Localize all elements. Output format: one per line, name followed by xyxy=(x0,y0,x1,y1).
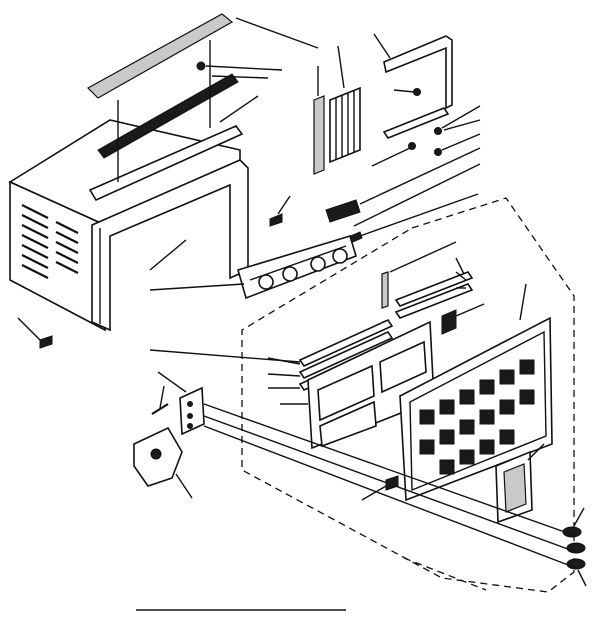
front-panel-outline xyxy=(241,197,575,593)
hardware-parts xyxy=(39,35,453,349)
leader-lines xyxy=(17,17,587,587)
cabinet-louvres xyxy=(21,204,79,279)
louvre-assembly xyxy=(237,235,357,300)
controls xyxy=(133,386,586,570)
cabinet xyxy=(8,119,249,332)
front-grille xyxy=(399,316,553,524)
top-rails xyxy=(87,13,244,202)
grille-pattern xyxy=(419,359,535,475)
